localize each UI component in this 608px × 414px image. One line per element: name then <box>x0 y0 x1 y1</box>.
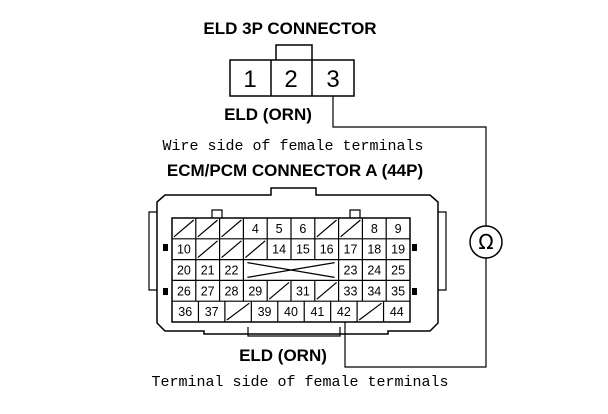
terminal-4: 4 <box>252 222 259 236</box>
blank-terminal <box>316 281 337 300</box>
terminal-24: 24 <box>367 264 381 278</box>
terminal-27: 27 <box>201 284 215 298</box>
terminal-15: 15 <box>296 243 310 257</box>
terminal-9: 9 <box>395 222 402 236</box>
terminal-44: 44 <box>390 305 404 319</box>
blank-terminal <box>268 281 290 300</box>
blank-terminal <box>340 219 361 238</box>
blank-terminal <box>316 219 337 238</box>
ohm-symbol: Ω <box>478 230 493 254</box>
terminal-37: 37 <box>205 305 219 319</box>
blank-terminal <box>245 240 266 259</box>
terminal-42: 42 <box>337 305 351 319</box>
ohmmeter-icon <box>469 225 503 259</box>
blank-terminal <box>197 240 218 259</box>
eld-3p-connector: 1 2 3 <box>229 44 355 97</box>
terminal-20: 20 <box>177 264 191 278</box>
wire-side-note: Wire side of female terminals <box>162 138 423 155</box>
eld-wire-label-top: ELD (ORN) <box>224 105 312 124</box>
terminal-25: 25 <box>391 264 405 278</box>
eld-wire-label-bottom: ELD (ORN) <box>239 346 327 365</box>
blank-terminal <box>221 240 242 259</box>
blank-terminal <box>226 302 250 321</box>
ecm-44p-connector: 4 5 6 8 9 10 14 15 16 17 18 19 20 21 22 23 24 25 26 27 28 29 3… <box>148 187 487 368</box>
terminal-36: 36 <box>178 305 192 319</box>
ecm-terminal-grid: 4 5 6 8 9 10 14 15 16 17 18 19 20 21 22 23 24 25 26 27 28 29 3… <box>171 217 411 323</box>
terminal-16: 16 <box>320 243 334 257</box>
terminal-6: 6 <box>299 222 306 236</box>
terminal-39: 39 <box>258 305 272 319</box>
terminal-40: 40 <box>284 305 298 319</box>
terminal-23: 23 <box>344 264 358 278</box>
terminal-19: 19 <box>391 243 405 257</box>
blank-terminal <box>173 219 195 238</box>
terminal-22: 22 <box>225 264 239 278</box>
terminal-18: 18 <box>367 243 381 257</box>
terminal-10: 10 <box>177 243 191 257</box>
blank-region-cross <box>247 262 335 278</box>
terminal-35: 35 <box>391 284 405 298</box>
eld-pin-2: 2 <box>284 66 297 93</box>
blank-terminal <box>358 302 382 321</box>
terminal-8: 8 <box>371 222 378 236</box>
eld-pin-3: 3 <box>326 66 339 93</box>
terminal-33: 33 <box>344 284 358 298</box>
terminal-29: 29 <box>248 284 262 298</box>
terminal-17: 17 <box>344 243 358 257</box>
eld-connector-title: ELD 3P CONNECTOR <box>203 19 376 38</box>
terminal-28: 28 <box>225 284 239 298</box>
terminal-14: 14 <box>272 243 286 257</box>
terminal-41: 41 <box>310 305 324 319</box>
blank-terminal <box>221 219 242 238</box>
terminal-26: 26 <box>177 284 191 298</box>
eld-pin-1: 1 <box>243 66 256 93</box>
terminal-side-note: Terminal side of female terminals <box>151 374 448 391</box>
terminal-5: 5 <box>276 222 283 236</box>
terminal-21: 21 <box>201 264 215 278</box>
blank-terminal <box>197 219 218 238</box>
terminal-34: 34 <box>367 284 381 298</box>
ecm-connector-title: ECM/PCM CONNECTOR A (44P) <box>167 161 423 180</box>
ohmmeter: Ω <box>332 96 503 259</box>
terminal-31: 31 <box>296 284 310 298</box>
